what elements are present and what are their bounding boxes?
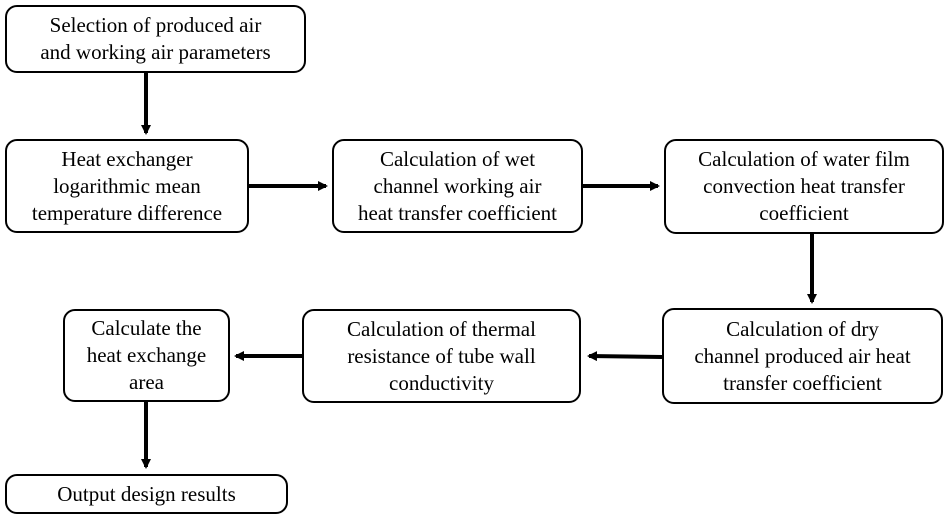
node-dry-line-3: transfer coefficient	[723, 370, 882, 395]
arrow-dry-to-thermal	[587, 351, 663, 362]
node-film-line-3: coefficient	[759, 201, 849, 225]
node-selection-text: Selection of produced air and working ai…	[40, 12, 270, 66]
node-area-line-3: area	[129, 370, 164, 394]
node-wet-text: Calculation of wet channel working air h…	[358, 146, 557, 227]
node-dry-text: Calculation of dry channel produced air …	[694, 316, 910, 397]
node-lmtd-text: Heat exchanger logarithmic mean temperat…	[32, 146, 222, 227]
node-dry-line-1: Calculation of dry	[726, 316, 879, 341]
node-lmtd: Heat exchanger logarithmic mean temperat…	[5, 139, 249, 233]
node-film-line-1: Calculation of water film	[698, 147, 910, 171]
node-thermal-line-2: resistance of tube wall	[347, 343, 536, 368]
node-film-text: Calculation of water film convection hea…	[698, 146, 910, 227]
node-dry-line-2: channel produced air heat	[694, 343, 911, 368]
node-thermal-line-3: conductivity	[389, 370, 494, 395]
node-area: Calculate the heat exchange area	[63, 309, 230, 402]
node-lmtd-line-1: Heat exchanger	[61, 146, 193, 171]
node-wet-line-3: heat transfer coefficient	[358, 200, 557, 225]
node-wet-line-1: Calculation of wet	[379, 146, 536, 171]
node-dry: Calculation of dry channel produced air …	[662, 308, 943, 404]
node-thermal-text: Calculation of thermal resistance of tub…	[347, 316, 536, 397]
node-lmtd-line-2: logarithmic mean	[53, 173, 201, 198]
node-selection-line-2: and working air parameters	[40, 40, 271, 64]
node-output: Output design results	[5, 474, 288, 514]
node-area-line-2: heat exchange	[86, 343, 207, 367]
node-lmtd-line-3: temperature difference	[31, 200, 223, 225]
node-output-line-1: Output design results	[57, 481, 236, 506]
node-thermal-line-1: Calculation of thermal	[347, 316, 536, 341]
node-area-line-1: Calculate the	[91, 316, 202, 340]
node-selection: Selection of produced air and working ai…	[5, 5, 306, 73]
node-area-text: Calculate the heat exchange area	[87, 315, 207, 396]
node-selection-line-1: Selection of produced air	[49, 13, 262, 37]
node-film-line-2: convection heat transfer	[703, 174, 905, 198]
node-wet: Calculation of wet channel working air h…	[332, 139, 583, 233]
node-wet-line-2: channel working air	[373, 173, 542, 198]
node-output-text: Output design results	[57, 481, 236, 508]
node-film: Calculation of water film convection hea…	[664, 139, 944, 234]
node-thermal: Calculation of thermal resistance of tub…	[302, 309, 581, 403]
